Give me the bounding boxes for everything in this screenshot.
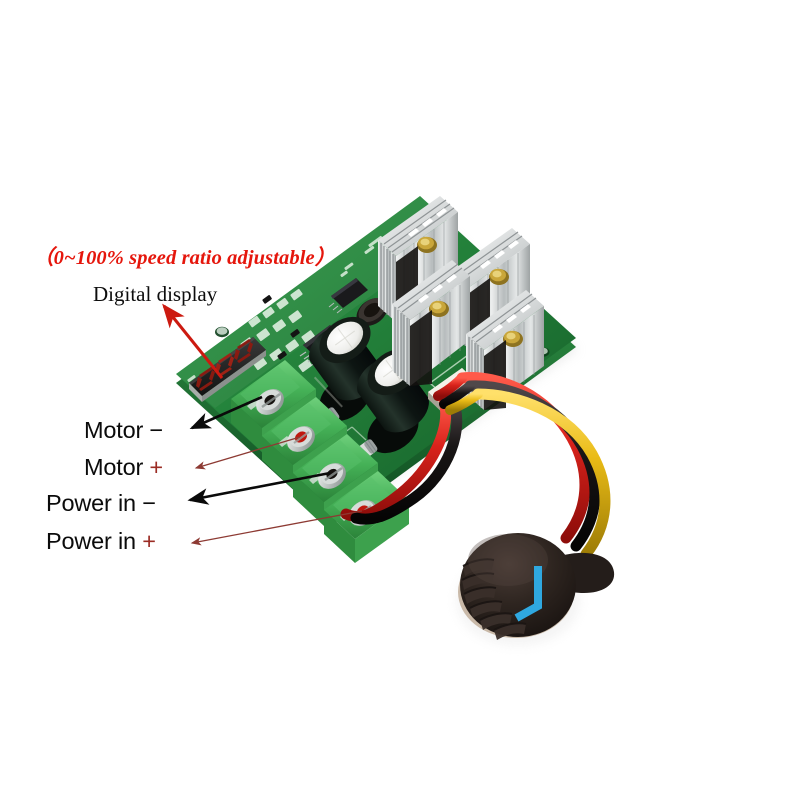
label-power-in-positive-text: Power in	[46, 528, 136, 554]
label-motor-negative-text: Motor	[84, 417, 144, 443]
heatsink-3	[392, 260, 470, 386]
label-motor-positive-text: Motor	[84, 454, 144, 480]
label-power-in-positive-sign: +	[142, 528, 156, 554]
speed-ratio-note: （0~100% speed ratio adjustable）	[33, 247, 336, 269]
label-motor-positive: Motor +	[84, 454, 163, 480]
potentiometer-knob	[456, 533, 615, 646]
label-power-in-negative-text: Power in	[46, 490, 136, 516]
label-power-in-negative: Power in −	[46, 490, 156, 516]
black-wire	[350, 392, 463, 525]
label-power-in-positive: Power in +	[46, 528, 156, 554]
label-motor-negative-sign: −	[149, 417, 163, 443]
digital-display-label: Digital display	[93, 282, 218, 306]
label-motor-negative: Motor −	[84, 417, 163, 443]
label-motor-positive-sign: +	[149, 454, 163, 480]
yellow-wire-right	[472, 388, 611, 560]
label-power-in-negative-sign: −	[142, 490, 156, 516]
knob-indicator-mark	[514, 566, 542, 622]
wire-harness	[340, 372, 611, 560]
